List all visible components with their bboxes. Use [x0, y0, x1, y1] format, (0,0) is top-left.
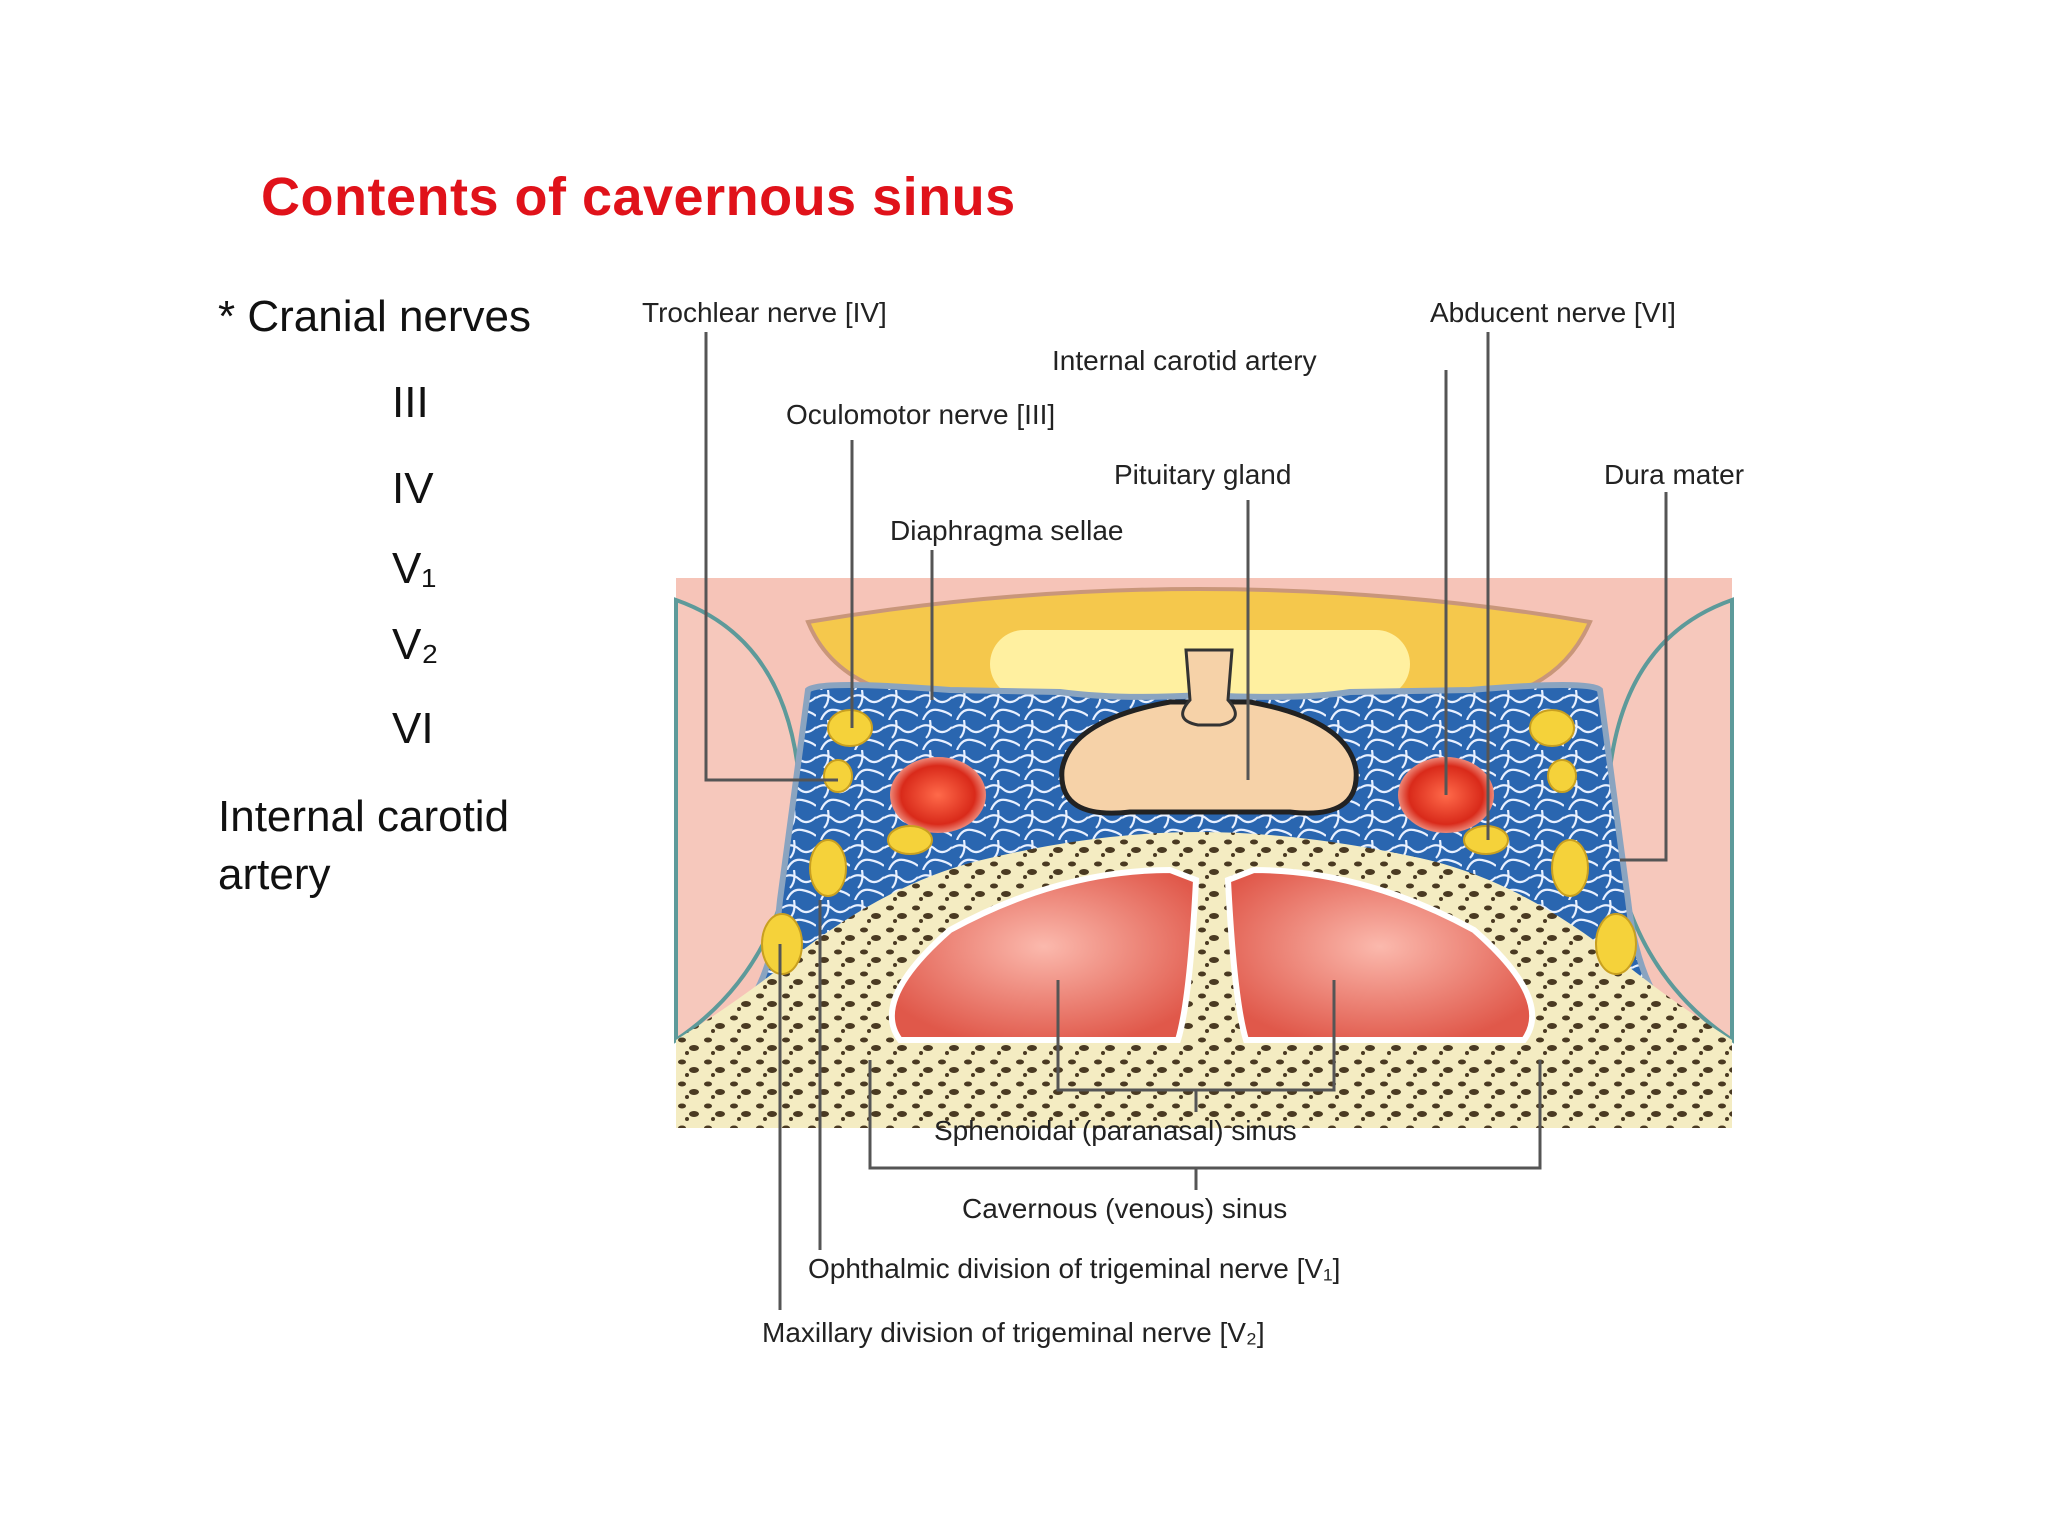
list-heading-cranial-nerves: * Cranial nerves — [218, 292, 532, 341]
slide-title: Contents of cavernous sinus — [261, 167, 1016, 227]
label-ophthalmic-division: Ophthalmic division of trigeminal nerve … — [808, 1253, 1340, 1284]
label-abducent-nerve: Abducent nerve [VI] — [1430, 297, 1676, 328]
internal-carotid-artery-left — [890, 757, 986, 833]
trochlear-nerve-left — [823, 759, 853, 793]
label-oculomotor-nerve: Oculomotor nerve [III] — [786, 399, 1055, 430]
list-item-internal-carotid-line1: Internal carotid — [218, 792, 510, 841]
list-item-internal-carotid-line2: artery — [218, 850, 331, 899]
trochlear-nerve-right — [1547, 759, 1577, 793]
list-item-nerve-iv: IV — [392, 464, 434, 513]
ophthalmic-nerve-right — [1551, 839, 1589, 897]
label-sphenoidal-sinus: Sphenoidal (paranasal) sinus — [934, 1115, 1297, 1146]
label-trochlear-nerve: Trochlear nerve [IV] — [642, 297, 887, 328]
sphenoidal-sinus-right — [1224, 866, 1536, 1043]
sphenoid-bone — [676, 832, 1732, 1128]
abducent-nerve-left — [887, 825, 933, 855]
oculomotor-nerve-right — [1529, 709, 1575, 747]
label-internal-carotid-artery: Internal carotid artery — [1052, 345, 1317, 376]
label-pituitary-gland: Pituitary gland — [1114, 459, 1291, 490]
maxillary-nerve-left — [761, 913, 803, 975]
pituitary-stalk — [1181, 648, 1237, 727]
maxillary-nerve-right — [1595, 913, 1637, 975]
list-item-nerve-v2: V₂ — [392, 620, 439, 669]
label-cavernous-sinus: Cavernous (venous) sinus — [962, 1193, 1287, 1224]
list-item-nerve-iii: III — [392, 378, 429, 427]
label-diaphragma-sellae: Diaphragma sellae — [890, 515, 1123, 546]
oculomotor-nerve-left — [827, 709, 873, 747]
ophthalmic-nerve-left — [809, 839, 847, 897]
abducent-nerve-right — [1463, 825, 1509, 855]
pituitary-gland — [1059, 699, 1359, 816]
leader-lines — [704, 332, 1668, 1310]
list-item-nerve-vi: VI — [392, 704, 434, 753]
label-dura-mater: Dura mater — [1604, 459, 1744, 490]
label-maxillary-division: Maxillary division of trigeminal nerve [… — [762, 1317, 1265, 1348]
list-item-nerve-v1: V₁ — [392, 544, 437, 593]
sphenoidal-sinus-left — [888, 866, 1200, 1043]
